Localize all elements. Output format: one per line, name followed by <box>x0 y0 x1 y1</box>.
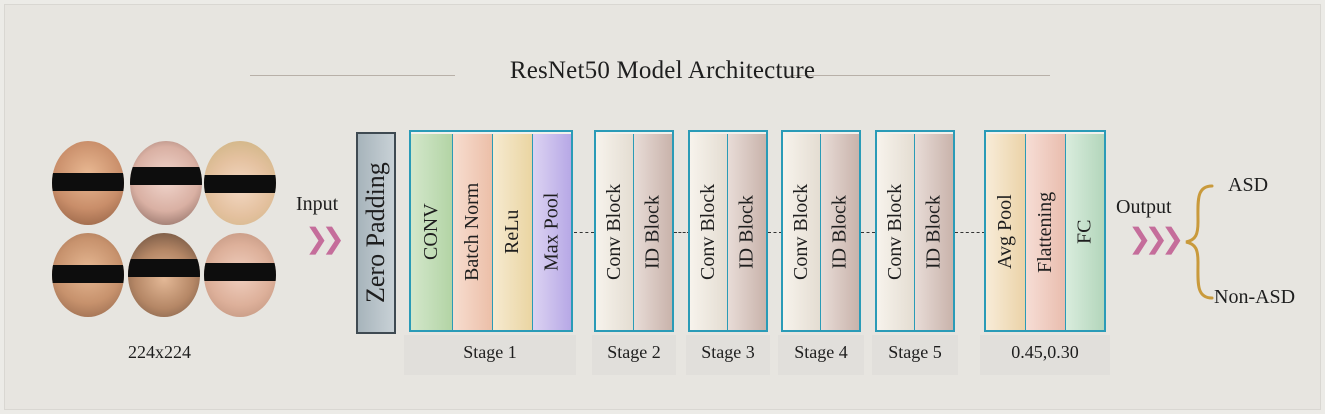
connector-5-head <box>955 232 985 233</box>
stage-4-label: Stage 4 <box>794 342 848 362</box>
connector-1-2 <box>574 232 594 233</box>
output-class-non-asd: Non-ASD <box>1214 286 1296 308</box>
input-face-2 <box>130 141 202 225</box>
head-fc-label: FC <box>1073 219 1096 245</box>
stage-4-id-block: ID Block <box>821 134 859 330</box>
connector-3-4 <box>768 232 782 233</box>
stage-1-relu: ReLu <box>493 134 533 330</box>
input-face-1 <box>52 141 124 225</box>
stage-2-conv-block-label: Conv Block <box>603 183 625 281</box>
title-row: ResNet50 Model Architecture <box>0 55 1325 95</box>
stage-3-strip <box>686 335 770 375</box>
stage-2-strip <box>592 335 676 375</box>
output-label: Output <box>1116 196 1172 218</box>
output-arrow-icon: ❯❯❯ <box>1128 222 1184 255</box>
stage-2-label: Stage 2 <box>607 342 661 362</box>
stage-2-id-block-label: ID Block <box>641 195 664 269</box>
head-label: 0.45,0.30 <box>1011 342 1079 362</box>
stage-1-max-pool-label: Max Pool <box>540 192 563 272</box>
head-strip <box>980 335 1110 375</box>
stage-5-conv-block: Conv Block <box>877 134 915 330</box>
stage-5-strip <box>872 335 958 375</box>
head-flattening: Flattening <box>1026 134 1066 330</box>
connector-4-5 <box>861 232 875 233</box>
stage-5-conv-block-label: Conv Block <box>884 183 906 281</box>
stage-4-conv-block-label: Conv Block <box>790 183 812 281</box>
stage-4-conv-block: Conv Block <box>783 134 821 330</box>
stage-1-batch-norm-label: Batch Norm <box>461 182 483 282</box>
diagram-title: ResNet50 Model Architecture <box>509 57 816 84</box>
stage-1-conv-label: CONV <box>420 203 442 261</box>
connector-2-3 <box>674 232 690 233</box>
stage-5-id-block-label: ID Block <box>922 195 945 269</box>
stage-1-batch-norm: Batch Norm <box>453 134 493 330</box>
stage-5-box: Conv Block ID Block <box>875 130 955 332</box>
stage-3-id-block: ID Block <box>728 134 766 330</box>
input-face-3 <box>204 141 276 225</box>
head-avg-pool-label: Avg Pool <box>994 194 1016 270</box>
stage-3-id-block-label: ID Block <box>735 195 758 269</box>
stage-3-conv-block-label: Conv Block <box>697 183 719 281</box>
stage-2-conv-block: Conv Block <box>596 134 634 330</box>
stage-3-label: Stage 3 <box>701 342 755 362</box>
stage-4-id-block-label: ID Block <box>828 195 851 269</box>
input-arrow-icon: ❯❯ <box>305 222 345 255</box>
title-rule-left <box>250 75 455 76</box>
zero-padding-block: Zero Padding <box>356 132 396 334</box>
stage-2-id-block: ID Block <box>634 134 672 330</box>
stage-1-relu-label: ReLu <box>501 209 523 255</box>
head-fc: FC <box>1066 134 1104 330</box>
input-face-6 <box>204 233 276 317</box>
head-box: Avg Pool Flattening FC <box>984 130 1106 332</box>
title-rule-right <box>790 75 1050 76</box>
input-face-5 <box>128 233 200 317</box>
output-class-asd: ASD <box>1228 174 1269 196</box>
stage-5-id-block: ID Block <box>915 134 953 330</box>
output-brace <box>1185 184 1214 300</box>
input-size-label: 224x224 <box>128 342 191 362</box>
stage-1-label: Stage 1 <box>463 342 517 362</box>
stage-1-max-pool: Max Pool <box>533 134 571 330</box>
input-face-4 <box>52 233 124 317</box>
stage-3-box: Conv Block ID Block <box>688 130 768 332</box>
head-avg-pool: Avg Pool <box>986 134 1026 330</box>
stage-4-strip <box>778 335 864 375</box>
stage-1-conv: CONV <box>411 134 453 330</box>
head-flattening-label: Flattening <box>1034 191 1056 273</box>
input-label: Input <box>296 193 339 215</box>
stage-1-strip <box>404 335 576 375</box>
stage-1-box: CONV Batch Norm ReLu Max Pool <box>409 130 573 332</box>
stage-5-label: Stage 5 <box>888 342 942 362</box>
stage-2-box: Conv Block ID Block <box>594 130 674 332</box>
stage-3-conv-block: Conv Block <box>690 134 728 330</box>
stage-4-box: Conv Block ID Block <box>781 130 861 332</box>
